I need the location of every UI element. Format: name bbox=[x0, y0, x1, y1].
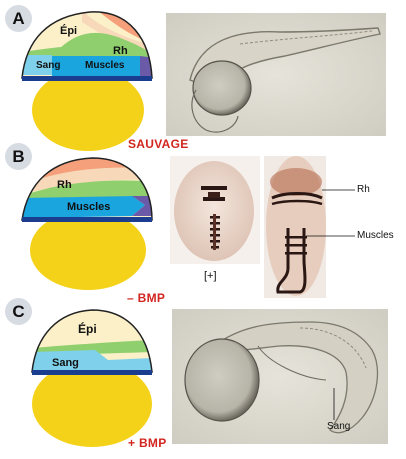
photo-plus-bmp-embryo bbox=[172, 309, 388, 444]
neural-light-region bbox=[82, 11, 152, 58]
rhombencephalon-region bbox=[60, 32, 152, 62]
photo-label-control: [+] bbox=[204, 270, 217, 282]
muscles-region bbox=[52, 56, 152, 76]
panel-letter-c: C bbox=[5, 298, 32, 325]
photo-label-muscles: Muscles bbox=[357, 230, 394, 241]
photo-control-embryo bbox=[170, 156, 260, 264]
yolk bbox=[30, 210, 146, 290]
photo-label-rh: Rh bbox=[357, 184, 370, 195]
diagram-label-epi: Épi bbox=[60, 25, 78, 37]
diagram-label-epi: Épi bbox=[78, 322, 97, 336]
photo-wildtype-embryo bbox=[166, 13, 386, 136]
condition-label-wildtype: SAUVAGE bbox=[128, 137, 189, 151]
diagram-label-muscles: Muscles bbox=[67, 201, 111, 213]
panel-a-diagram bbox=[21, 11, 153, 151]
photo-minus-bmp-embryo bbox=[264, 156, 355, 298]
yolk bbox=[32, 361, 152, 447]
photo-label-sang: Sang bbox=[327, 421, 351, 432]
condition-label-minus-bmp: – BMP bbox=[127, 291, 166, 305]
diagram-label-sang: Sang bbox=[52, 357, 79, 369]
panel-b-diagram bbox=[21, 157, 153, 290]
diagram-label-muscles: Muscles bbox=[85, 60, 125, 71]
yolk bbox=[32, 69, 144, 151]
diagram-label-rh: Rh bbox=[57, 179, 72, 191]
diagram-label-sang: Sang bbox=[36, 60, 61, 71]
blood-region bbox=[22, 55, 52, 75]
panel-letter-a: A bbox=[5, 5, 32, 32]
panel-letter-b: B bbox=[5, 143, 32, 170]
condition-label-plus-bmp: + BMP bbox=[128, 436, 167, 450]
diagram-label-rh: Rh bbox=[113, 45, 128, 57]
